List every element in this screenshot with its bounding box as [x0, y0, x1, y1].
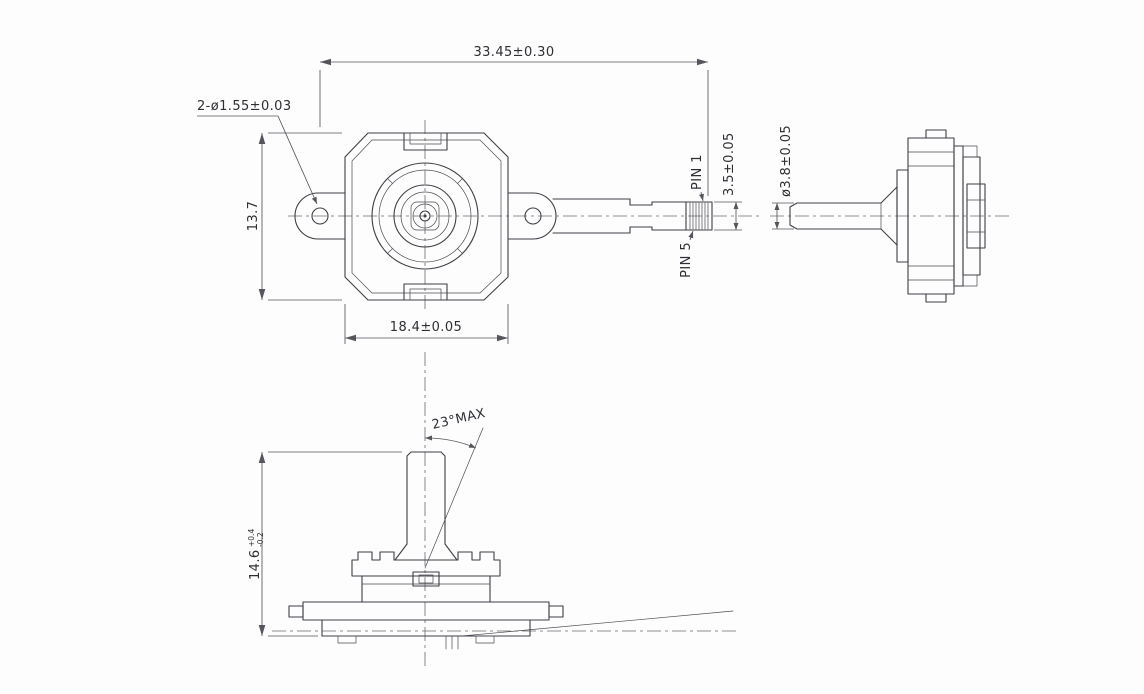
dim-body-height: 13.7: [246, 132, 342, 301]
knob-rings: [371, 162, 479, 270]
left-foot: [337, 635, 357, 644]
tilt-angle-arc: [424, 435, 477, 449]
lower-plate: [321, 619, 531, 637]
dim-pin-pitch-label: 3.5±0.05: [722, 132, 737, 196]
pin5-label: PIN 5: [679, 242, 694, 278]
top-clip: [403, 132, 448, 151]
dim-total-height: 14.6 +0.4 -0.2: [247, 451, 402, 637]
right-base-tab: [548, 605, 564, 618]
right-foot: [475, 635, 495, 644]
center-clip-detail: [412, 571, 440, 587]
shaft-elevation: [406, 451, 446, 545]
bottom-clip-inner: [409, 288, 442, 301]
dim-total-height-label: 14.6: [248, 549, 263, 580]
dim-mount-holes-label: 2-ø1.55±0.03: [197, 99, 292, 114]
body-inner-outline: [351, 139, 502, 294]
front-view: [294, 132, 713, 301]
spline-knurl-lines: [689, 202, 709, 230]
max-tilt-line: [424, 427, 484, 569]
right-mounting-hole: [524, 207, 542, 225]
dim-overall-width: 33.45±0.30: [319, 45, 709, 196]
dim-body-width: 18.4±0.05: [344, 304, 509, 344]
shaft-front-view: [552, 198, 713, 234]
dim-pin-pitch: 3.5±0.05: [714, 132, 742, 231]
dim-total-height-tol-plus: +0.4: [247, 529, 256, 547]
side-view: [789, 129, 986, 303]
dim-mount-holes: 2-ø1.55±0.03: [197, 99, 318, 205]
pin1-label: PIN 1: [690, 154, 705, 190]
dim-total-height-tol-minus: -0.2: [256, 532, 265, 547]
dim-tilt-angle: 23°MAX: [431, 406, 487, 433]
pin-labels: PIN 1 PIN 5: [679, 154, 705, 278]
dim-shaft-diameter: ø3.8±0.05: [772, 125, 794, 230]
right-mounting-ear: [507, 192, 557, 240]
splined-pin-section: [685, 201, 713, 231]
connector-block: [966, 183, 986, 249]
body-outline: [344, 132, 509, 301]
dim-body-height-label: 13.7: [246, 201, 261, 232]
bottom-tab: [925, 293, 947, 303]
body-elevation: [361, 575, 491, 603]
top-clip-inner: [409, 132, 442, 145]
dim-shaft-diameter-label: ø3.8±0.05: [779, 125, 794, 197]
left-mounting-hole: [311, 207, 329, 225]
bottom-view: [288, 427, 564, 650]
tilted-plane-line: [461, 610, 734, 637]
centerlines: [272, 120, 1010, 668]
left-base-tab: [288, 605, 304, 618]
dim-overall-width-label: 33.45±0.30: [473, 45, 554, 60]
body-side-view: [896, 129, 986, 303]
tilt-angle-label: 23°MAX: [431, 406, 487, 433]
left-mounting-ear: [294, 192, 346, 240]
top-tab: [925, 129, 947, 139]
base-plate: [302, 601, 550, 621]
dim-body-width-label: 18.4±0.05: [390, 320, 462, 335]
dimensions: 33.45±0.30 2-ø1.55±0.03 13.7 18.4±0.05: [197, 45, 794, 637]
bottom-clip: [403, 283, 448, 301]
upper-flange: [351, 551, 501, 577]
